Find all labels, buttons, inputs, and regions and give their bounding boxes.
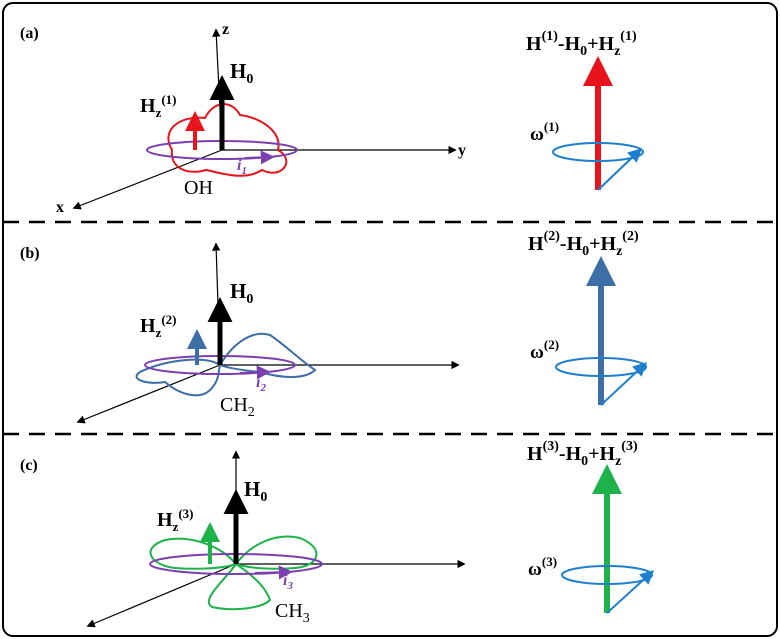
precession-vector	[597, 148, 643, 191]
panel-b: (b) i2 H0 Hz(2) CH2 H(2)-H0+Hz(2) ω(2)	[20, 229, 648, 424]
field-equation: H(2)-H0+Hz(2)	[528, 229, 639, 259]
panel-label-a: (a)	[20, 25, 39, 42]
precession-ring	[552, 142, 644, 162]
h0-label: H0	[244, 477, 267, 505]
z-axis-label: z	[222, 21, 229, 38]
current-arrow	[239, 365, 271, 380]
molecule-label: CH2	[220, 394, 255, 420]
current-arrow	[244, 150, 275, 165]
ch2-lobe-left	[135, 358, 222, 397]
current-label: i3	[283, 572, 293, 592]
h0-label: H0	[230, 59, 253, 87]
panel-label-b: (b)	[20, 245, 40, 262]
molecule-label: CH3	[275, 600, 310, 626]
field-equation: H(1)-H0+Hz(1)	[526, 29, 637, 59]
panel-a: (a) z y x i1 H0 Hz(1) OH H(1)-H0+Hz(1) ω…	[20, 21, 644, 216]
omega-label: ω(3)	[528, 554, 557, 580]
panel-c: (c) i3 H0 Hz(3) CH3 H(3)-H0+Hz(3) ω(3)	[20, 439, 655, 628]
current-arrow	[254, 565, 293, 580]
current-label: i1	[237, 157, 247, 177]
hz-label: Hz(2)	[140, 312, 177, 340]
hz-label: Hz(1)	[140, 92, 177, 120]
x-axis	[72, 149, 223, 210]
y-axis-label: y	[458, 142, 466, 159]
ch3-lobe-left	[149, 537, 238, 570]
molecule-label: OH	[184, 177, 213, 199]
field-equation: H(3)-H0+Hz(3)	[527, 439, 638, 469]
omega-label: ω(1)	[530, 119, 559, 145]
ch3-lobe-bottom	[207, 562, 272, 611]
hz-label: Hz(3)	[157, 506, 194, 534]
oh-orbital	[167, 103, 288, 177]
ch2-lobe-right	[218, 332, 317, 378]
x-axis-label: x	[56, 199, 64, 216]
omega-label: ω(2)	[530, 337, 559, 363]
h0-label: H0	[230, 279, 253, 307]
current-label: i2	[256, 374, 266, 394]
ch3-lobe-right	[234, 535, 318, 570]
precession-vector	[600, 362, 648, 406]
panel-label-c: (c)	[20, 457, 38, 474]
precession-vector	[606, 570, 655, 614]
